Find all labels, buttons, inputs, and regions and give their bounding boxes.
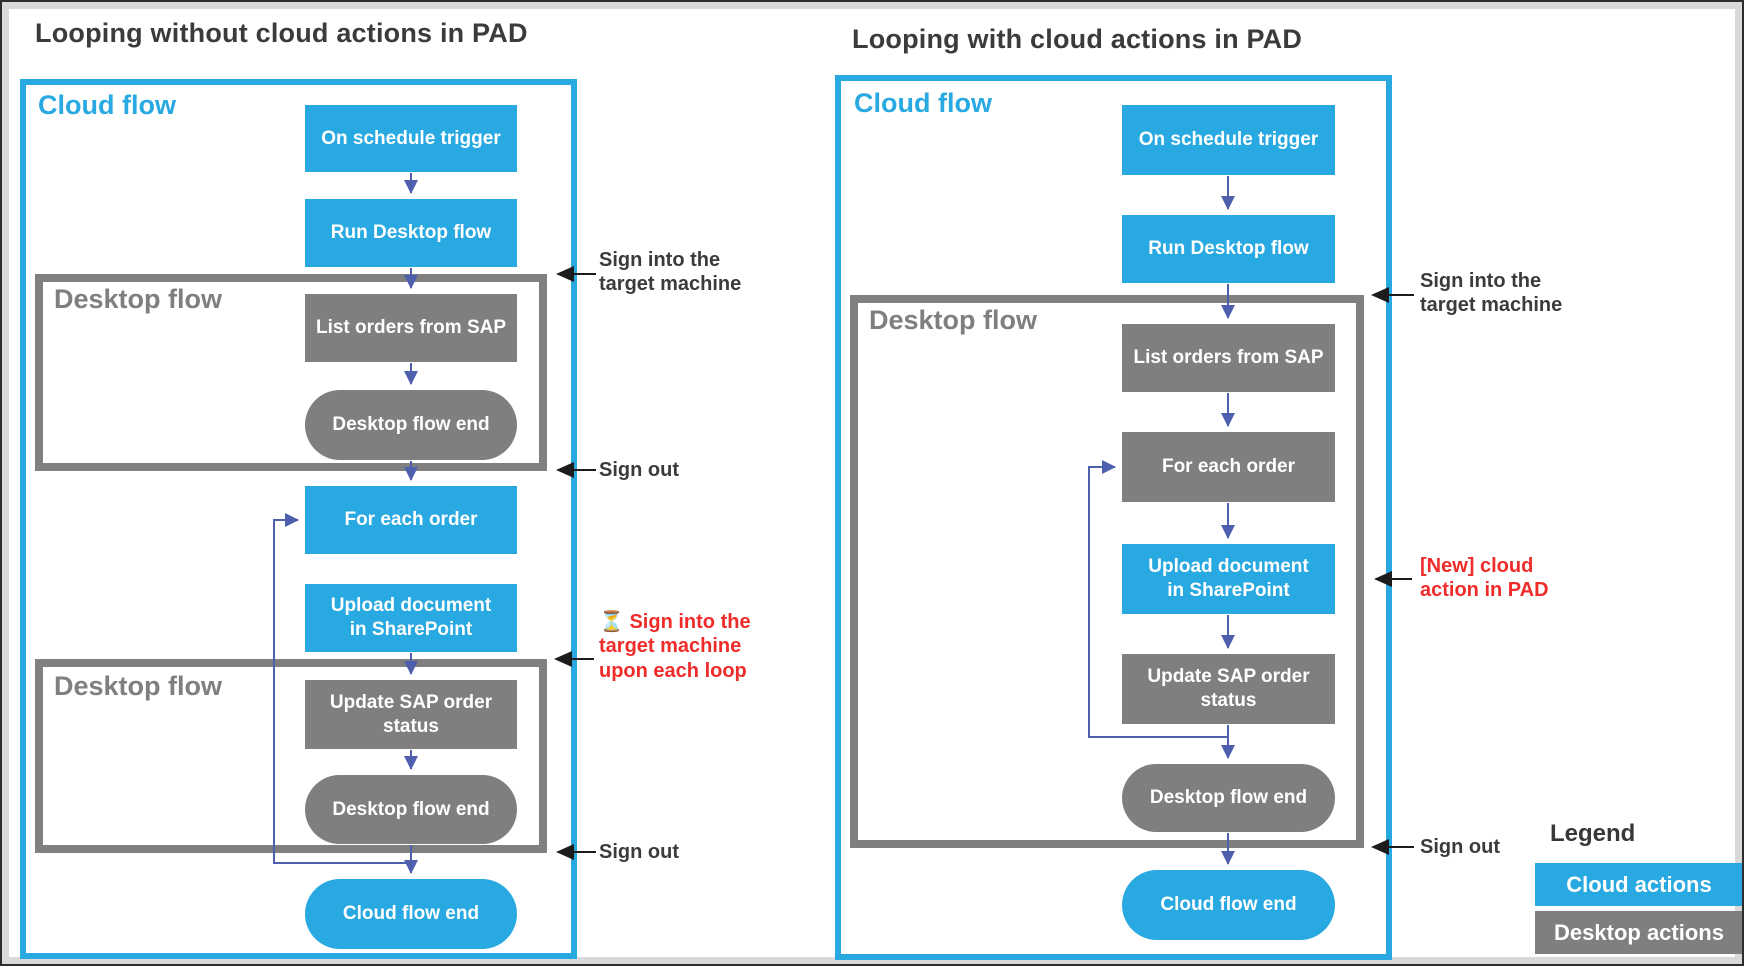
node-cloud-flow-end: Cloud flow end <box>305 879 517 949</box>
left-diagram-title: Looping without cloud actions in PAD <box>35 18 528 48</box>
node-cloud-flow-end: Cloud flow end <box>1122 870 1335 940</box>
node-update-sap-order-status: Update SAP order status <box>305 680 517 749</box>
node-desktop-flow-end-1: Desktop flow end <box>305 390 517 460</box>
node-list-orders-from-sap: List orders from SAP <box>1122 324 1335 392</box>
node-desktop-flow-end-2: Desktop flow end <box>305 775 517 844</box>
annotation-sign-out-top: Sign out <box>599 459 679 481</box>
node-on-schedule-trigger: On schedule trigger <box>305 105 517 172</box>
annotation-sign-out: Sign out <box>1420 836 1500 858</box>
left-desktop-flow-frame-top <box>35 274 547 471</box>
node-update-sap-order-status: Update SAP order status <box>1122 654 1335 724</box>
node-list-orders-from-sap: List orders from SAP <box>305 294 517 362</box>
left-desktop-flow-label-top: Desktop flow <box>54 284 223 314</box>
annotation-new-cloud-action: [New] cloud action in PAD <box>1420 555 1549 602</box>
annotation-sign-in-top: Sign into the target machine <box>599 249 742 296</box>
right-desktop-flow-label: Desktop flow <box>869 305 1038 335</box>
hourglass-icon: ⏳ <box>599 611 624 633</box>
left-desktop-flow-label-bottom: Desktop flow <box>54 671 223 701</box>
legend-title: Legend <box>1550 820 1636 847</box>
node-for-each-order: For each order <box>1122 432 1335 502</box>
right-diagram-title: Looping with cloud actions in PAD <box>852 24 1303 54</box>
legend-desktop-actions: Desktop actions <box>1535 911 1742 954</box>
node-desktop-flow-end: Desktop flow end <box>1122 764 1335 832</box>
loop-warning-text: Sign into the target machine upon each l… <box>599 611 751 682</box>
right-desktop-flow-frame <box>850 295 1364 848</box>
left-cloud-flow-label: Cloud flow <box>38 90 176 120</box>
annotation-loop-warning: ⏳ Sign into the target machine upon each… <box>599 610 774 683</box>
right-cloud-flow-label: Cloud flow <box>854 88 992 118</box>
node-upload-document-sharepoint: Upload document in SharePoint <box>305 584 517 652</box>
annotation-sign-in: Sign into the target machine <box>1420 270 1563 317</box>
node-on-schedule-trigger: On schedule trigger <box>1122 105 1335 175</box>
left-cloud-flow-frame <box>20 79 577 959</box>
node-run-desktop-flow: Run Desktop flow <box>305 199 517 267</box>
right-cloud-flow-frame <box>835 75 1392 960</box>
node-for-each-order: For each order <box>305 486 517 554</box>
node-upload-document-sharepoint: Upload document in SharePoint <box>1122 544 1335 614</box>
legend-cloud-actions: Cloud actions <box>1535 863 1742 906</box>
node-run-desktop-flow: Run Desktop flow <box>1122 215 1335 283</box>
annotation-sign-out-bottom: Sign out <box>599 841 679 863</box>
